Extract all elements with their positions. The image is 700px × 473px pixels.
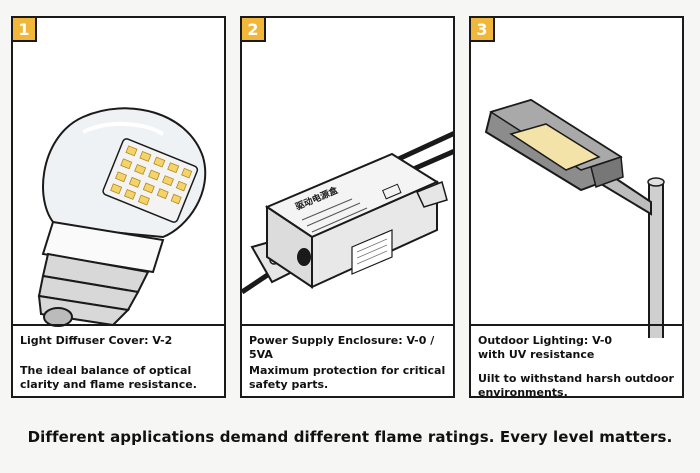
panel-number-badge: 1 — [11, 16, 37, 42]
panel-number-badge: 3 — [469, 16, 495, 42]
power-supply-box-icon: 驱动电源盒 — [242, 131, 453, 295]
panel-description: The ideal balance of optical clarity and… — [20, 364, 197, 391]
panel-light-diffuser: 1 Light Diffuser Cover: V-2 The ideal ba… — [11, 16, 226, 398]
panel-number-badge: 2 — [240, 16, 266, 42]
panel-outdoor-lighting: 3 Outdoor Lighting: V-0 with UV resistan… — [469, 16, 684, 399]
led-bulb-icon — [37, 107, 207, 327]
panel-divider — [471, 324, 682, 326]
caption: Different applications demand different … — [27, 428, 673, 446]
panel-power-supply: 2 驱动电源盒 Power Supp — [240, 16, 455, 398]
panel-divider — [13, 324, 224, 326]
panel-title: Power Supply Enclosure: V-0 / 5VA — [249, 334, 435, 361]
panel-divider — [242, 324, 453, 326]
street-light-icon — [484, 98, 665, 338]
panel-title: Light Diffuser Cover: V-2 — [20, 334, 173, 347]
panel-title: Outdoor Lighting: V-0 with UV resistance — [478, 334, 613, 361]
panel-description: Uilt to withstand harsh outdoor environm… — [478, 372, 674, 399]
panel-description: Maximum protection for critical safety p… — [249, 364, 446, 391]
